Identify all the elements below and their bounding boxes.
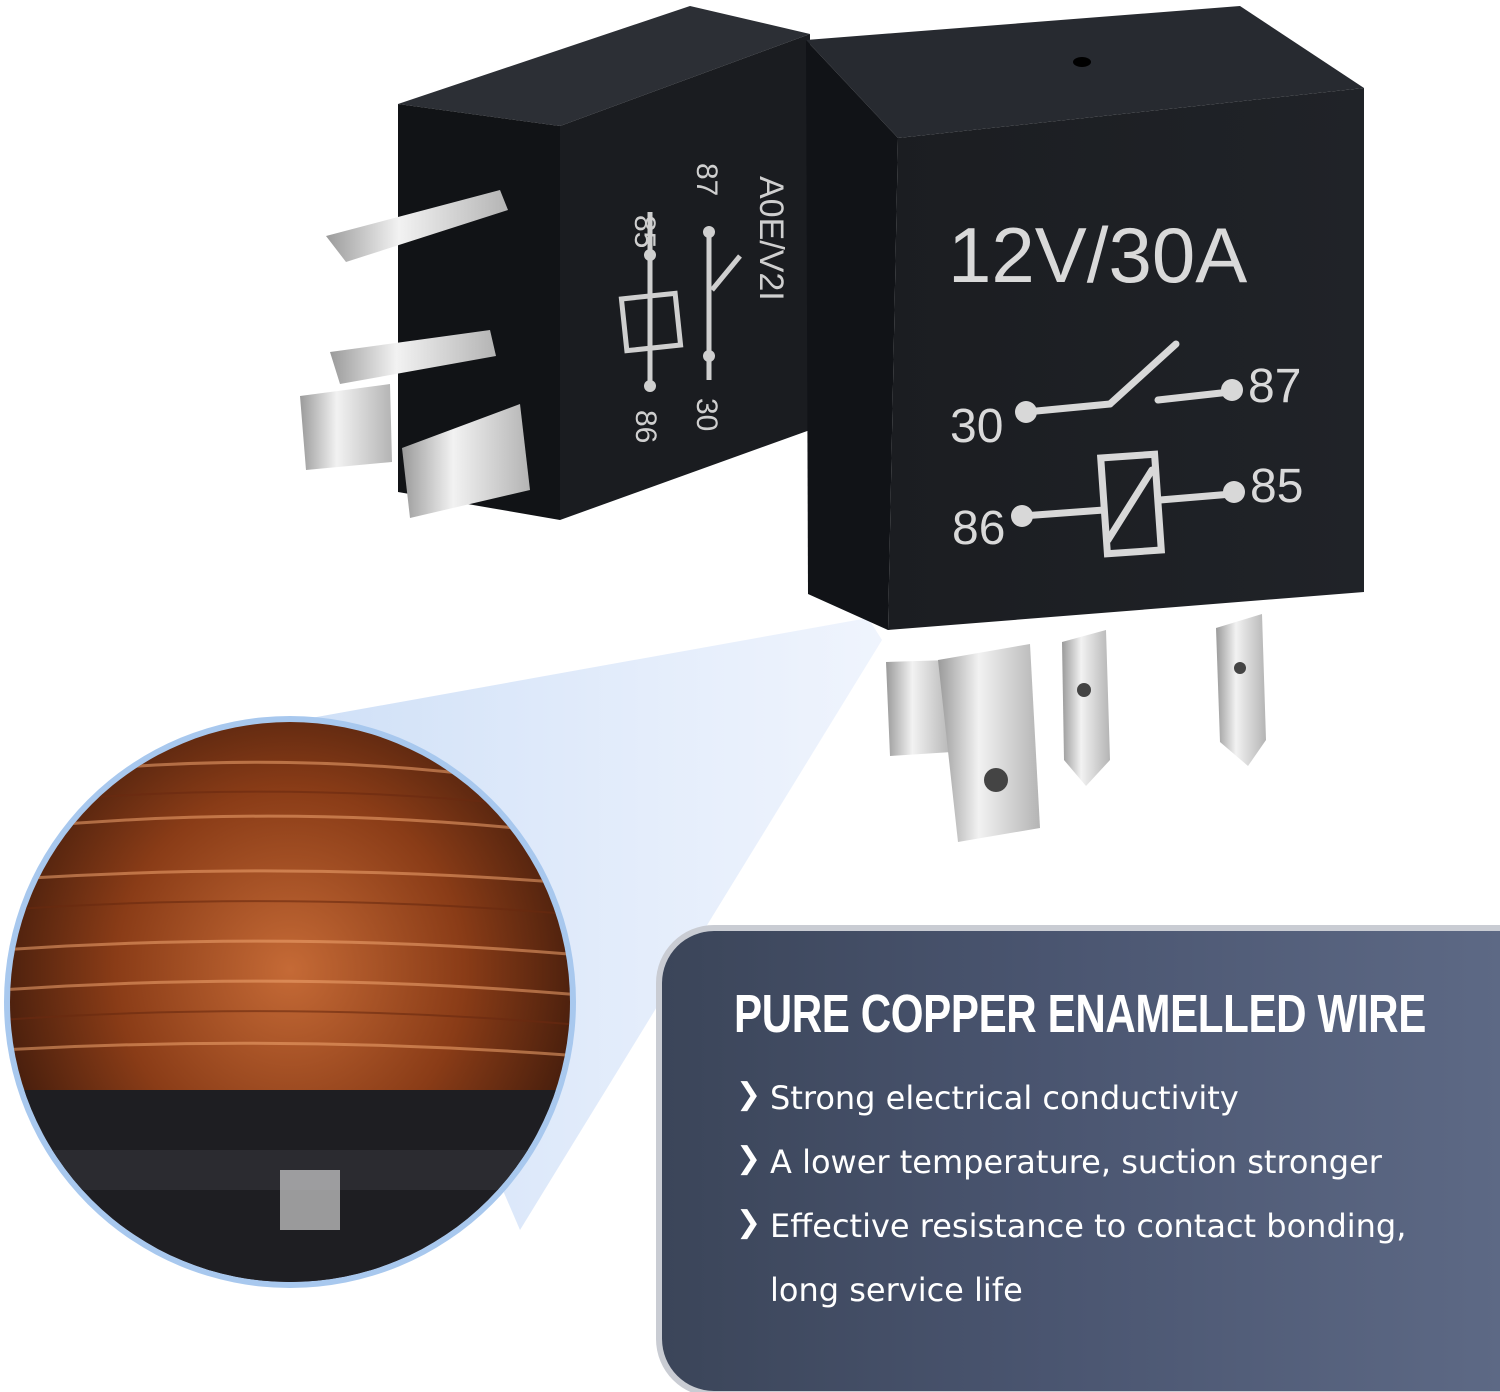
feature-text: Strong electrical conductivity xyxy=(770,1079,1239,1117)
pin-86-label: 86 xyxy=(952,502,1005,555)
back-pin-86: 86 xyxy=(629,410,662,443)
feature-text: A lower temperature, suction stronger xyxy=(770,1143,1382,1181)
feature-item: ❯A lower temperature, suction stronger xyxy=(736,1130,1476,1194)
feature-item: ❯Effective resistance to contact bonding… xyxy=(736,1194,1476,1322)
feature-text: Effective resistance to contact bonding, xyxy=(770,1207,1407,1245)
relay-rating: 12V/30A xyxy=(948,211,1247,299)
panel-title: PURE COPPER ENAMELLED WIRE xyxy=(734,984,1426,1044)
back-relay: 85 87 30 86 A0E/V2I xyxy=(300,6,810,520)
chevron-right-icon: ❯ xyxy=(736,1141,762,1176)
pin-30-label: 30 xyxy=(950,400,1003,453)
back-pin-85: 85 xyxy=(628,215,661,248)
chevron-right-icon: ❯ xyxy=(736,1077,762,1112)
back-pin-30: 30 xyxy=(690,398,723,431)
chevron-right-icon: ❯ xyxy=(736,1205,762,1240)
feature-text-continued: long service life xyxy=(770,1271,1023,1309)
front-relay: 12V/30A 30 87 86 85 xyxy=(806,6,1364,842)
pin-85-label: 85 xyxy=(1250,460,1303,513)
back-pin-87: 87 xyxy=(690,163,723,196)
back-rating: A0E/V2I xyxy=(752,176,790,301)
pin-87-label: 87 xyxy=(1248,360,1301,413)
copper-coil-closeup xyxy=(4,716,576,1288)
feature-item: ❯Strong electrical conductivity xyxy=(736,1066,1476,1130)
feature-panel xyxy=(662,931,1500,1391)
